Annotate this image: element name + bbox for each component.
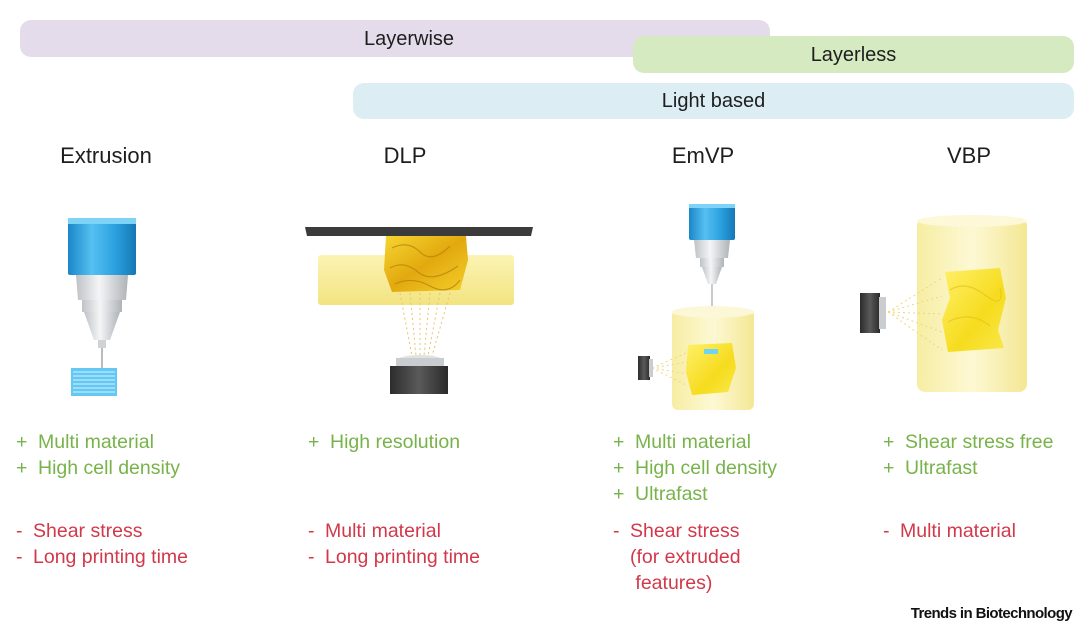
list-item: +Ultrafast [883, 457, 978, 479]
layerwise-label: Layerwise [363, 28, 455, 50]
vbp-title: VBP [946, 143, 992, 168]
light-based-label: Light based [661, 89, 766, 112]
emvp-cons: -Shear stress (for extruded features) [613, 518, 741, 596]
dlp-pros: +High resolution [308, 429, 460, 455]
list-item: -Shear stress [613, 520, 740, 542]
list-item: features) [630, 572, 713, 594]
extrusion-cons: -Shear stress -Long printing time [16, 518, 188, 570]
journal-credit: Trends in Biotechnology [910, 605, 1073, 622]
list-item: -Multi material [883, 520, 1016, 542]
vbp-printer-icon [860, 215, 1027, 392]
list-item: +Ultrafast [613, 483, 708, 505]
list-item: +High resolution [308, 431, 461, 453]
emvp-pros: +Multi material +High cell density +Ultr… [613, 429, 777, 507]
list-item: +High cell density [613, 457, 777, 479]
extrusion-pros: +Multi material +High cell density [16, 429, 180, 481]
dlp-printer-icon [305, 227, 533, 394]
extrusion-title: Extrusion [60, 143, 152, 168]
emvp-title: EmVP [671, 143, 735, 168]
list-item: -Long printing time [16, 546, 189, 568]
emvp-printer-icon [638, 204, 754, 410]
list-item: +High cell density [16, 457, 180, 479]
layerless-label: Layerless [810, 44, 897, 66]
list-item: -Multi material [308, 520, 441, 542]
list-item: +Multi material [613, 431, 751, 453]
list-item: -Shear stress [16, 520, 143, 542]
list-item: +Multi material [16, 431, 154, 453]
dlp-title: DLP [383, 143, 427, 168]
vbp-pros: +Shear stress free +Ultrafast [883, 429, 1053, 481]
list-item: -Long printing time [308, 546, 481, 568]
vbp-cons: -Multi material [883, 518, 1016, 544]
layerless-band: Layerless [633, 36, 1074, 73]
light-based-band: Light based [353, 83, 1074, 119]
list-item: +Shear stress free [883, 431, 1054, 453]
dlp-cons: -Multi material -Long printing time [308, 518, 480, 570]
list-item: (for extruded [630, 546, 741, 568]
extrusion-printhead-icon [68, 218, 136, 396]
